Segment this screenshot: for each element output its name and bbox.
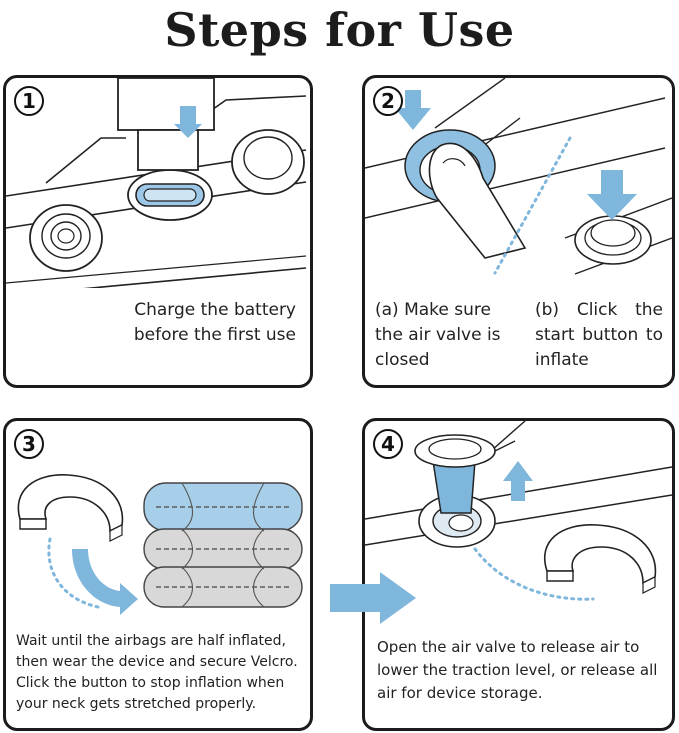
step-number: 4 xyxy=(373,429,403,459)
text-line: Open the air valve to release air to xyxy=(377,638,640,656)
curved-arrow-icon xyxy=(72,549,138,615)
text-line: air for device storage. xyxy=(377,684,543,702)
airbag-inflation-illustration xyxy=(17,474,303,615)
step-1-panel: 1 Charge the battery before the first us… xyxy=(3,75,313,388)
text-line: Wait until the airbags are half inflated… xyxy=(16,633,286,649)
step-number: 1 xyxy=(14,86,44,116)
right-arrow-icon xyxy=(330,572,416,624)
neck-pillow-icon xyxy=(544,524,657,594)
text-line: your neck gets stretched properly. xyxy=(16,696,257,712)
air-release-illustration xyxy=(365,421,672,601)
step-3-panel: 3 Wait until the airbags are half inflat… xyxy=(3,418,313,731)
step-number: 2 xyxy=(373,86,403,116)
neck-pillow-icon xyxy=(17,474,124,542)
valve-and-button-illustration xyxy=(365,78,672,275)
airbag-stack xyxy=(143,482,303,608)
finger-press-icon xyxy=(428,142,527,259)
text-line: then wear the device and secure Velcro. xyxy=(16,654,298,670)
step-4-panel: 4 Open the air valve to release air to l… xyxy=(362,418,675,731)
charging-port-illustration xyxy=(6,78,307,288)
down-arrow-icon xyxy=(395,90,431,130)
page-title: Steps for Use xyxy=(164,3,515,57)
step-number: 3 xyxy=(14,429,44,459)
down-arrow-icon xyxy=(174,106,202,138)
text-line: before the first use xyxy=(133,325,296,345)
text-line: lower the traction level, or release all xyxy=(377,661,658,679)
step-1-text: Charge the battery before the first use xyxy=(46,298,296,348)
step-4-text: Open the air valve to release air to low… xyxy=(377,636,669,705)
up-arrow-icon xyxy=(503,461,533,501)
step-2a-text: (a) Make sure the air valve is closed xyxy=(375,300,501,370)
text-line: Click the button to stop inflation when xyxy=(16,675,285,691)
step-2-panel: 2 (a) Make sure the air valve is closed … xyxy=(362,75,675,388)
step-3-text: Wait until the airbags are half inflated… xyxy=(16,631,308,715)
down-arrow-icon xyxy=(587,170,637,220)
step-2b-text: (b) Click the start button to inflate xyxy=(535,300,663,370)
text-line: Charge the battery xyxy=(134,300,296,320)
